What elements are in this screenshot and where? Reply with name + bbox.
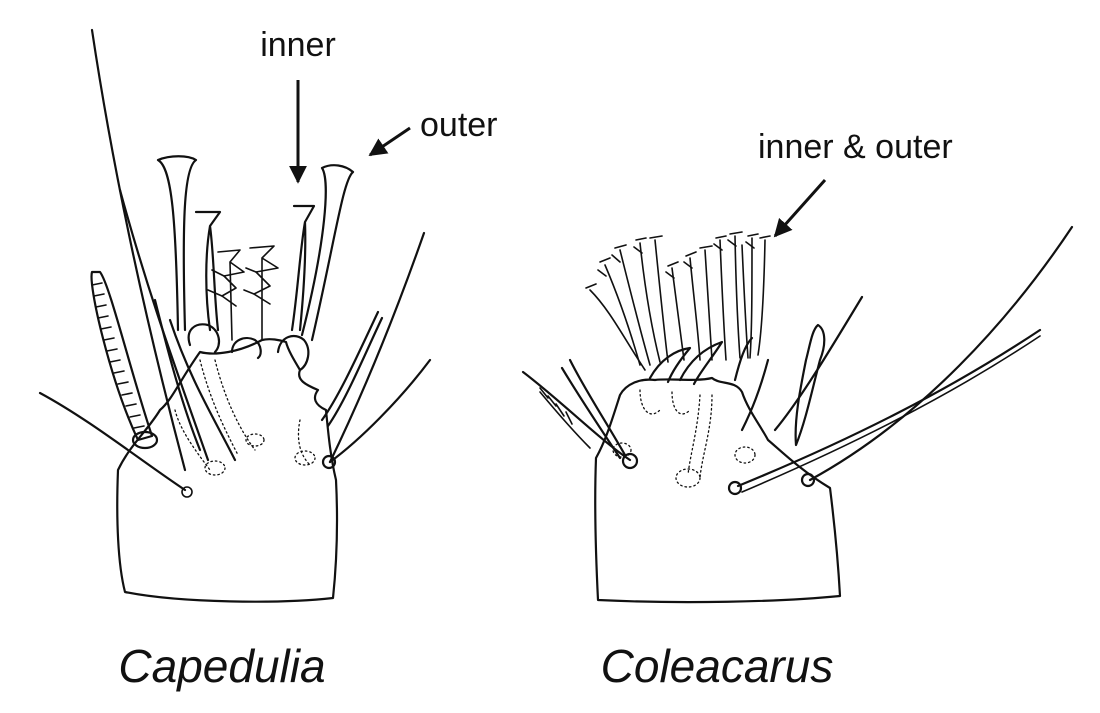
annulations xyxy=(91,282,145,429)
tapered-seta xyxy=(794,323,826,447)
branched-brush xyxy=(585,231,771,371)
trumpet-seta-inner xyxy=(290,204,316,332)
canal-base-2 xyxy=(245,433,265,447)
seta-right-long xyxy=(328,231,426,464)
canal-1 xyxy=(174,409,211,471)
branched-setae xyxy=(207,245,279,341)
canal-top xyxy=(639,389,691,415)
label-inner-outer: inner & outer xyxy=(758,128,953,166)
long-seta-right xyxy=(808,225,1074,482)
socket-right xyxy=(800,472,816,488)
trumpet-seta-left xyxy=(156,155,198,332)
seta-left xyxy=(521,370,632,462)
seta-right-2 xyxy=(328,358,432,464)
trumpet-seta-outer xyxy=(300,164,355,342)
seta-short-right xyxy=(740,358,770,432)
annotation-labels: inner outer inner & outer xyxy=(260,26,953,238)
coleacarus-drawing xyxy=(521,225,1074,604)
long-seta-left xyxy=(90,28,187,472)
arrow-outer xyxy=(368,126,411,157)
trumpet-seta-inner-left xyxy=(194,210,222,332)
claw-1 xyxy=(648,346,692,384)
claw-3 xyxy=(733,336,754,382)
genus-captions: Capedulia Coleacarus xyxy=(118,640,833,692)
lobe-3 xyxy=(276,334,310,372)
caption-capedulia: Capedulia xyxy=(118,640,325,692)
seta-right-mid-2 xyxy=(741,335,1041,493)
capedulia-body xyxy=(116,338,339,603)
lobe-2 xyxy=(230,336,262,360)
annulated-seta-base xyxy=(131,430,159,450)
capedulia-drawing xyxy=(38,28,432,603)
canal-base-left xyxy=(612,442,632,458)
seta-right-mid xyxy=(736,328,1042,488)
seta-lower-left xyxy=(38,391,187,492)
seta-inner-left-3 xyxy=(168,318,237,462)
caption-coleacarus: Coleacarus xyxy=(601,640,834,692)
socket-left xyxy=(621,452,639,470)
label-inner: inner xyxy=(260,26,336,64)
coleacarus-body xyxy=(594,376,842,604)
claw-2 xyxy=(678,340,724,386)
canal-2 xyxy=(199,359,239,456)
spiny-seta xyxy=(539,387,591,449)
canal-base-1 xyxy=(204,460,226,476)
canal-base-3 xyxy=(294,450,316,466)
canal-4 xyxy=(297,419,311,466)
annulated-seta xyxy=(90,270,154,442)
seta-inner-left-2 xyxy=(153,298,202,452)
seta-right-socket xyxy=(321,454,337,470)
seta-right-double xyxy=(320,310,384,428)
canal-base-right xyxy=(734,446,756,464)
seta-upper-right xyxy=(773,295,864,432)
label-outer: outer xyxy=(420,106,498,144)
lobe-1 xyxy=(187,323,221,354)
arrow-inner-outer xyxy=(773,179,827,238)
socket-mid xyxy=(727,480,743,496)
canal-mid xyxy=(687,394,713,479)
canal-base-mid xyxy=(675,468,701,488)
canal-3 xyxy=(214,359,256,451)
seta-socket xyxy=(181,486,193,498)
